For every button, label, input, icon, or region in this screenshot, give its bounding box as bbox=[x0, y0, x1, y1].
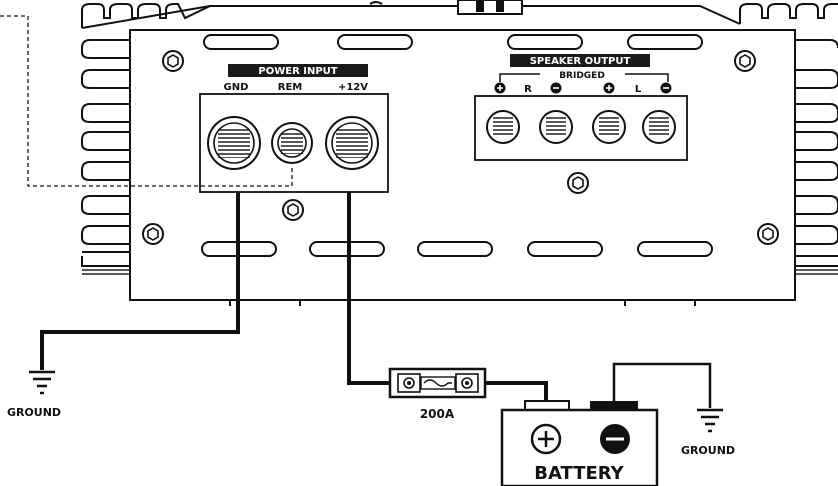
bridged-bracket-left bbox=[499, 73, 540, 82]
bridged-bracket-right bbox=[625, 73, 669, 82]
fuse-to-battery-cable bbox=[485, 381, 548, 402]
power-input-section: POWER INPUT GND REM +12V bbox=[199, 64, 389, 193]
ground-label-left: GROUND bbox=[7, 406, 61, 419]
battery-negative-post bbox=[590, 401, 638, 411]
bottom-vent-slots bbox=[201, 241, 713, 257]
fuse-holder bbox=[388, 367, 487, 399]
ridged-foot-left bbox=[82, 268, 130, 276]
ground-cable-amp bbox=[40, 192, 240, 370]
ridged-foot-right bbox=[795, 268, 838, 276]
speaker-terminal-l-minus bbox=[642, 110, 676, 144]
power-cable-amp bbox=[347, 192, 390, 385]
speaker-output-header bbox=[510, 54, 650, 67]
panel-screw-bottom-right bbox=[757, 223, 779, 245]
panel-screw-bottom-left bbox=[142, 223, 164, 245]
gnd-terminal-label: GND bbox=[224, 82, 249, 93]
right-channel-label: R bbox=[524, 84, 532, 95]
speaker-terminal-l-plus bbox=[592, 110, 626, 144]
ground-icon bbox=[697, 408, 723, 433]
speaker-output-title: SPEAKER OUTPUT bbox=[530, 56, 631, 67]
power-input-header bbox=[228, 64, 368, 77]
plus-icon bbox=[494, 82, 506, 94]
plus12v-terminal bbox=[325, 116, 379, 170]
top-vent-slots bbox=[203, 34, 703, 50]
fuse-icon bbox=[423, 379, 452, 387]
fuse-rating-label: 200A bbox=[420, 407, 455, 421]
rem-terminal bbox=[271, 122, 313, 164]
battery-label: BATTERY bbox=[534, 463, 624, 484]
negative-icon bbox=[600, 424, 630, 454]
speaker-terminal-r-minus bbox=[539, 110, 573, 144]
battery: BATTERY bbox=[500, 400, 659, 486]
minus-icon bbox=[550, 82, 562, 94]
panel-screw-center-left bbox=[282, 199, 304, 221]
speaker-terminal-r-plus bbox=[486, 110, 520, 144]
ground-icon bbox=[29, 370, 55, 395]
plus12v-terminal-label: +12V bbox=[338, 82, 368, 93]
remote-wire-dashed bbox=[0, 15, 293, 187]
minus-icon bbox=[660, 82, 672, 94]
ground-label-right: GROUND bbox=[681, 444, 735, 457]
panel-screw-center-right bbox=[567, 172, 589, 194]
top-connector bbox=[369, 0, 523, 15]
panel-screw-top-right bbox=[734, 50, 756, 72]
panel-screw-top-left bbox=[162, 50, 184, 72]
rem-terminal-label: REM bbox=[278, 82, 303, 93]
left-channel-label: L bbox=[635, 84, 642, 95]
bridged-label: BRIDGED bbox=[559, 71, 605, 81]
gnd-terminal bbox=[207, 116, 261, 170]
positive-icon bbox=[530, 423, 562, 455]
power-input-title: POWER INPUT bbox=[258, 66, 337, 77]
plus-icon bbox=[603, 82, 615, 94]
ground-cable-battery bbox=[612, 362, 712, 408]
speaker-output-section: SPEAKER OUTPUT BRIDGED R L bbox=[474, 54, 688, 161]
